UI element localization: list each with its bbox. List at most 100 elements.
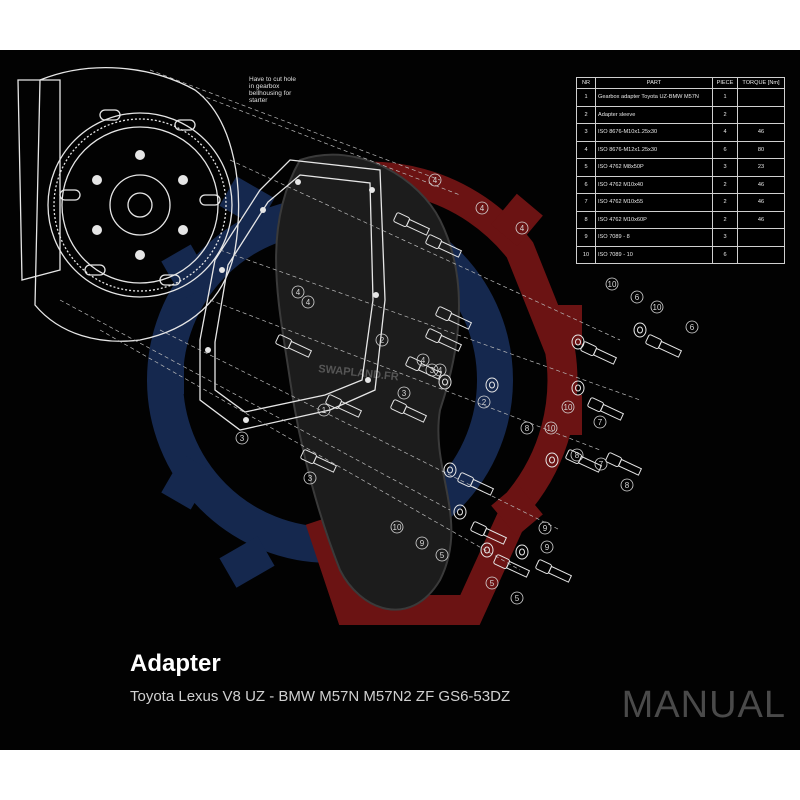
svg-text:5: 5 bbox=[440, 551, 445, 560]
svg-text:6: 6 bbox=[635, 293, 640, 302]
callout: 1 bbox=[317, 403, 331, 417]
svg-text:6: 6 bbox=[690, 323, 695, 332]
cell-part: ISO 7089 - 10 bbox=[595, 245, 713, 264]
starter-cut-note: Have to cut hole in gearbox bellhousing … bbox=[249, 76, 296, 104]
cell-piece: 2 bbox=[712, 105, 738, 124]
callout: 8 bbox=[570, 448, 584, 462]
assembly-lines bbox=[59, 69, 641, 571]
cell-part: ISO 4762 M10x55 bbox=[595, 193, 713, 212]
cell-piece: 1 bbox=[712, 88, 738, 107]
svg-text:7: 7 bbox=[598, 418, 603, 427]
svg-text:10: 10 bbox=[564, 403, 573, 412]
svg-text:3: 3 bbox=[402, 389, 407, 398]
cell-nr: 2 bbox=[576, 105, 596, 124]
svg-text:3: 3 bbox=[308, 474, 313, 483]
cell-part: ISO 4762 M10x60P bbox=[595, 210, 713, 229]
callout: 9 bbox=[540, 540, 554, 554]
cell-part: ISO 4762 M8x50P bbox=[595, 158, 713, 177]
cell-part: ISO 8676-M10x1.25x30 bbox=[595, 123, 713, 142]
header-part: PART bbox=[595, 77, 713, 89]
cell-piece: 6 bbox=[712, 140, 738, 159]
callout: 3 bbox=[397, 386, 411, 400]
cell-torque: 23 bbox=[737, 158, 785, 177]
callout: 6 bbox=[630, 290, 644, 304]
cell-piece: 6 bbox=[712, 245, 738, 264]
cell-nr: 8 bbox=[576, 210, 596, 229]
svg-text:10: 10 bbox=[608, 280, 617, 289]
svg-text:3: 3 bbox=[430, 366, 435, 375]
callout: 3 bbox=[303, 471, 317, 485]
manual-watermark: MANUAL bbox=[621, 684, 786, 726]
cell-torque: 46 bbox=[737, 193, 785, 212]
svg-text:4: 4 bbox=[306, 298, 311, 307]
cell-nr: 10 bbox=[576, 245, 596, 264]
adapter-plate bbox=[199, 159, 386, 431]
callout: 4 bbox=[301, 295, 315, 309]
table-header-row: NR PART PIECE TORQUE [Nm] bbox=[576, 77, 785, 89]
cell-nr: 1 bbox=[576, 88, 596, 107]
callout: 10 bbox=[561, 400, 575, 414]
svg-text:9: 9 bbox=[545, 543, 550, 552]
callout: 4 bbox=[291, 285, 305, 299]
svg-text:7: 7 bbox=[599, 460, 604, 469]
cell-nr: 5 bbox=[576, 158, 596, 177]
svg-text:4: 4 bbox=[296, 288, 301, 297]
svg-text:4: 4 bbox=[438, 366, 443, 375]
cell-torque: 46 bbox=[737, 123, 785, 142]
callout: 3 bbox=[235, 431, 249, 445]
cell-piece: 2 bbox=[712, 210, 738, 229]
svg-text:2: 2 bbox=[380, 336, 385, 345]
svg-text:9: 9 bbox=[543, 524, 548, 533]
diagram-canvas: SWAPLAND.FR bbox=[0, 50, 800, 750]
callout: 10 bbox=[605, 277, 619, 291]
callout: 6 bbox=[685, 320, 699, 334]
svg-text:9: 9 bbox=[420, 539, 425, 548]
svg-text:1: 1 bbox=[322, 406, 327, 415]
svg-text:5: 5 bbox=[515, 594, 520, 603]
callout: 4 bbox=[433, 363, 447, 377]
callout: 5 bbox=[435, 548, 449, 562]
callout: 4 bbox=[428, 173, 442, 187]
callout: 2 bbox=[375, 333, 389, 347]
callout: 4 bbox=[515, 221, 529, 235]
callout: 4 bbox=[475, 201, 489, 215]
svg-text:8: 8 bbox=[625, 481, 630, 490]
callout: 9 bbox=[415, 536, 429, 550]
svg-text:10: 10 bbox=[393, 523, 402, 532]
header-piece: PIECE bbox=[712, 77, 738, 89]
part-callouts: 4 4 4 4 4 4 4 2 3 3 1 3 3 2 8 10 10 6 10… bbox=[235, 173, 699, 605]
cell-part: ISO 8676-M12x1.25x30 bbox=[595, 140, 713, 159]
cell-piece: 4 bbox=[712, 123, 738, 142]
cell-torque bbox=[737, 245, 785, 264]
engine-flywheel-assembly bbox=[17, 67, 240, 342]
svg-text:8: 8 bbox=[525, 424, 530, 433]
callout: 2 bbox=[477, 395, 491, 409]
header-torque: TORQUE [Nm] bbox=[737, 77, 785, 89]
cell-nr: 4 bbox=[576, 140, 596, 159]
callout: 3 bbox=[425, 363, 439, 377]
cell-torque bbox=[737, 105, 785, 124]
callout: 7 bbox=[593, 415, 607, 429]
cell-piece: 2 bbox=[712, 193, 738, 212]
callout: 4 bbox=[416, 353, 430, 367]
cell-torque bbox=[737, 228, 785, 247]
callout: 5 bbox=[485, 576, 499, 590]
svg-text:10: 10 bbox=[547, 424, 556, 433]
page-title: Adapter bbox=[130, 650, 221, 677]
cell-nr: 9 bbox=[576, 228, 596, 247]
callout: 8 bbox=[620, 478, 634, 492]
cell-piece: 2 bbox=[712, 175, 738, 194]
cell-part: ISO 7089 - 8 bbox=[595, 228, 713, 247]
header-nr: NR bbox=[576, 77, 596, 89]
svg-text:3: 3 bbox=[240, 434, 245, 443]
page-subtitle: Toyota Lexus V8 UZ - BMW M57N M57N2 ZF G… bbox=[130, 688, 511, 705]
cell-part: ISO 4762 M10x40 bbox=[595, 175, 713, 194]
svg-text:4: 4 bbox=[480, 204, 485, 213]
